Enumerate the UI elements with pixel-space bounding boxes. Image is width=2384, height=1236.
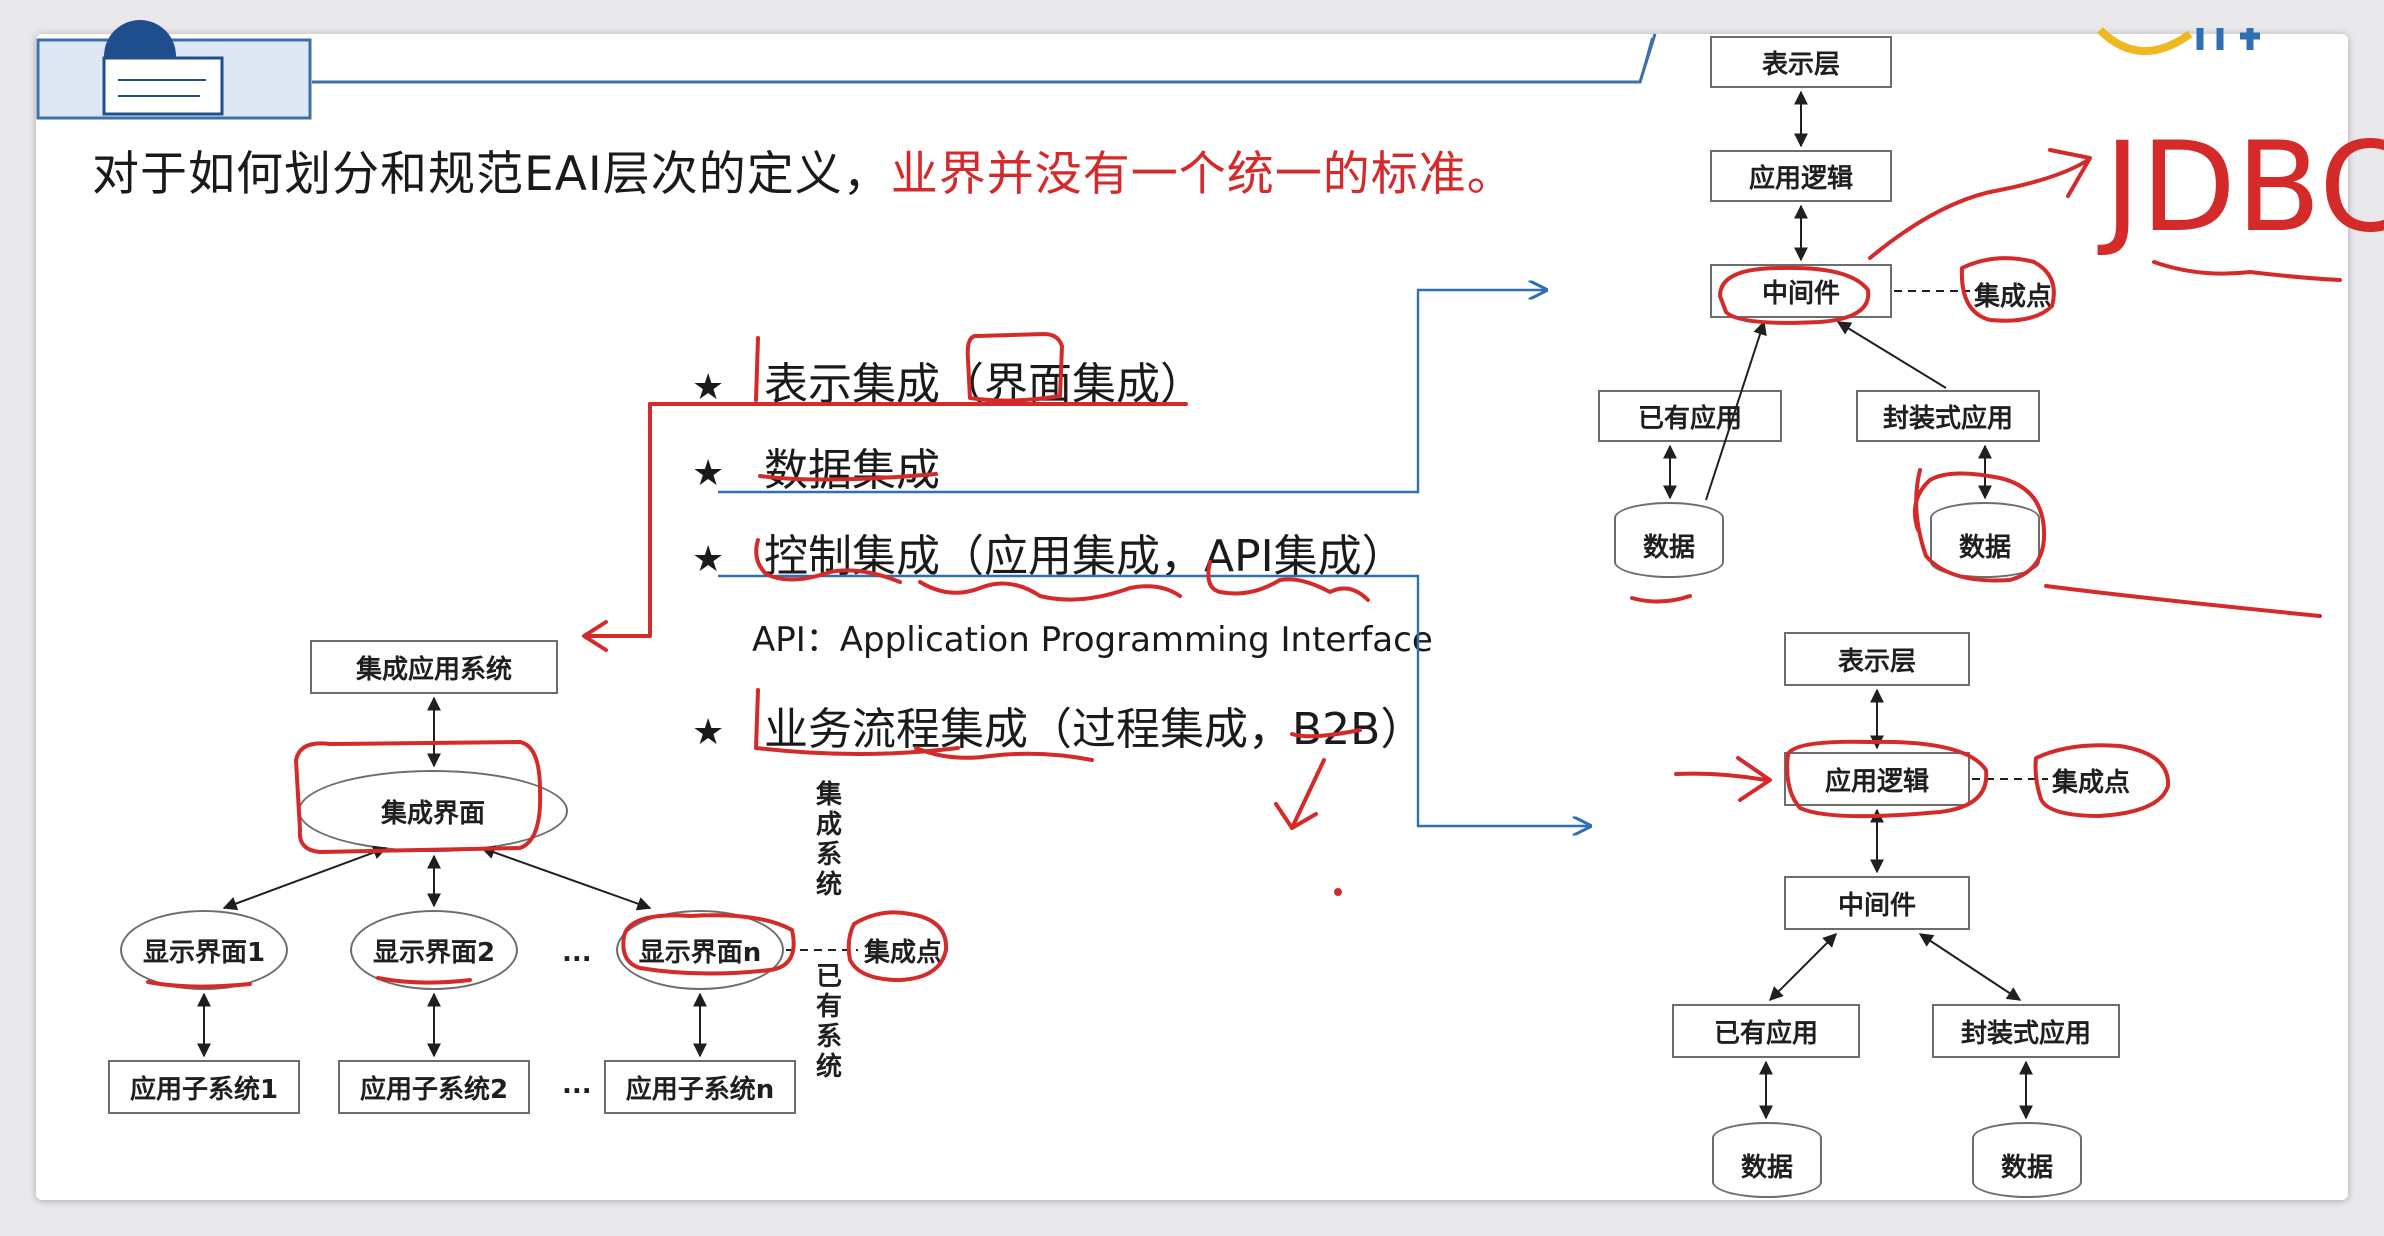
api-note: API：Application Programming Interface: [752, 620, 1433, 660]
item-control-integration: ★控制集成（应用集成，API集成）: [692, 520, 1406, 584]
rb-existing-app-box: 已有应用: [1672, 1004, 1860, 1058]
star-icon: ★: [692, 712, 725, 753]
item-business-process-integration: ★ 业务流程集成（过程集成，B2B）: [692, 693, 1424, 757]
right-bottom-arrows: [1759, 688, 2048, 1120]
heading-highlight: 业界并没有一个统一的标准。: [890, 147, 1515, 202]
rt-data-cylinder-1: 数据: [1614, 502, 1724, 578]
integrated-app-system-box: 集成应用系统: [310, 640, 558, 694]
star-icon: ★: [692, 453, 725, 494]
blue-connectors: [718, 290, 1590, 826]
heading-text: 对于如何划分和规范EAI层次的定义，: [92, 147, 891, 202]
subsystem-1-box: 应用子系统1: [108, 1060, 300, 1114]
vertical-label-integration-system: 集成系统: [815, 780, 842, 900]
right-top-arrows: [1663, 90, 1992, 501]
rb-wrapped-app-box: 封装式应用: [1932, 1004, 2120, 1058]
subsystem-n-box: 应用子系统n: [604, 1060, 796, 1114]
rb-data-cylinder-1: 数据: [1712, 1122, 1822, 1198]
integration-point-label-left: 集成点: [864, 938, 943, 968]
header-banner: [36, 20, 2260, 120]
ellipsis-subsystem: ...: [562, 1070, 592, 1100]
page-heading: 对于如何划分和规范EAI层次的定义，业界并没有一个统一的标准。: [92, 135, 1515, 204]
rb-data-cylinder-2: 数据: [1972, 1122, 2082, 1198]
vertical-label-existing-system: 已有系统: [815, 962, 842, 1082]
star-icon: ★: [692, 539, 725, 580]
rb-middleware-box: 中间件: [1784, 876, 1970, 930]
item-label: 业务流程集成（过程集成，B2B）: [764, 704, 1425, 755]
handwritten-jdbc: JDBC: [2104, 116, 2384, 260]
rt-presentation-layer-box: 表示层: [1710, 36, 1892, 88]
corner-logo-icon: [2097, 27, 2193, 56]
rt-integration-point-label: 集成点: [1974, 282, 2053, 312]
display-ui-1-ellipse: 显示界面1: [120, 910, 288, 990]
left-diagram-arrows: [197, 696, 858, 1058]
rt-app-logic-box: 应用逻辑: [1710, 150, 1892, 202]
item-data-integration: ★ 数据集成: [692, 434, 940, 498]
subsystem-2-box: 应用子系统2: [338, 1060, 530, 1114]
rb-integration-point-label: 集成点: [2052, 768, 2131, 798]
rt-wrapped-app-box: 封装式应用: [1856, 390, 2040, 442]
star-icon: ★: [692, 367, 725, 408]
red-annotations: [146, 148, 2342, 989]
rt-data-cylinder-2: 数据: [1930, 502, 2040, 578]
rt-existing-app-box: 已有应用: [1598, 390, 1782, 442]
display-ui-n-ellipse: 显示界面n: [616, 910, 784, 990]
ellipsis-display: ...: [562, 938, 592, 968]
item-label: 数据集成: [764, 445, 940, 496]
rb-app-logic-box: 应用逻辑: [1784, 752, 1970, 806]
rb-presentation-layer-box: 表示层: [1784, 632, 1970, 686]
